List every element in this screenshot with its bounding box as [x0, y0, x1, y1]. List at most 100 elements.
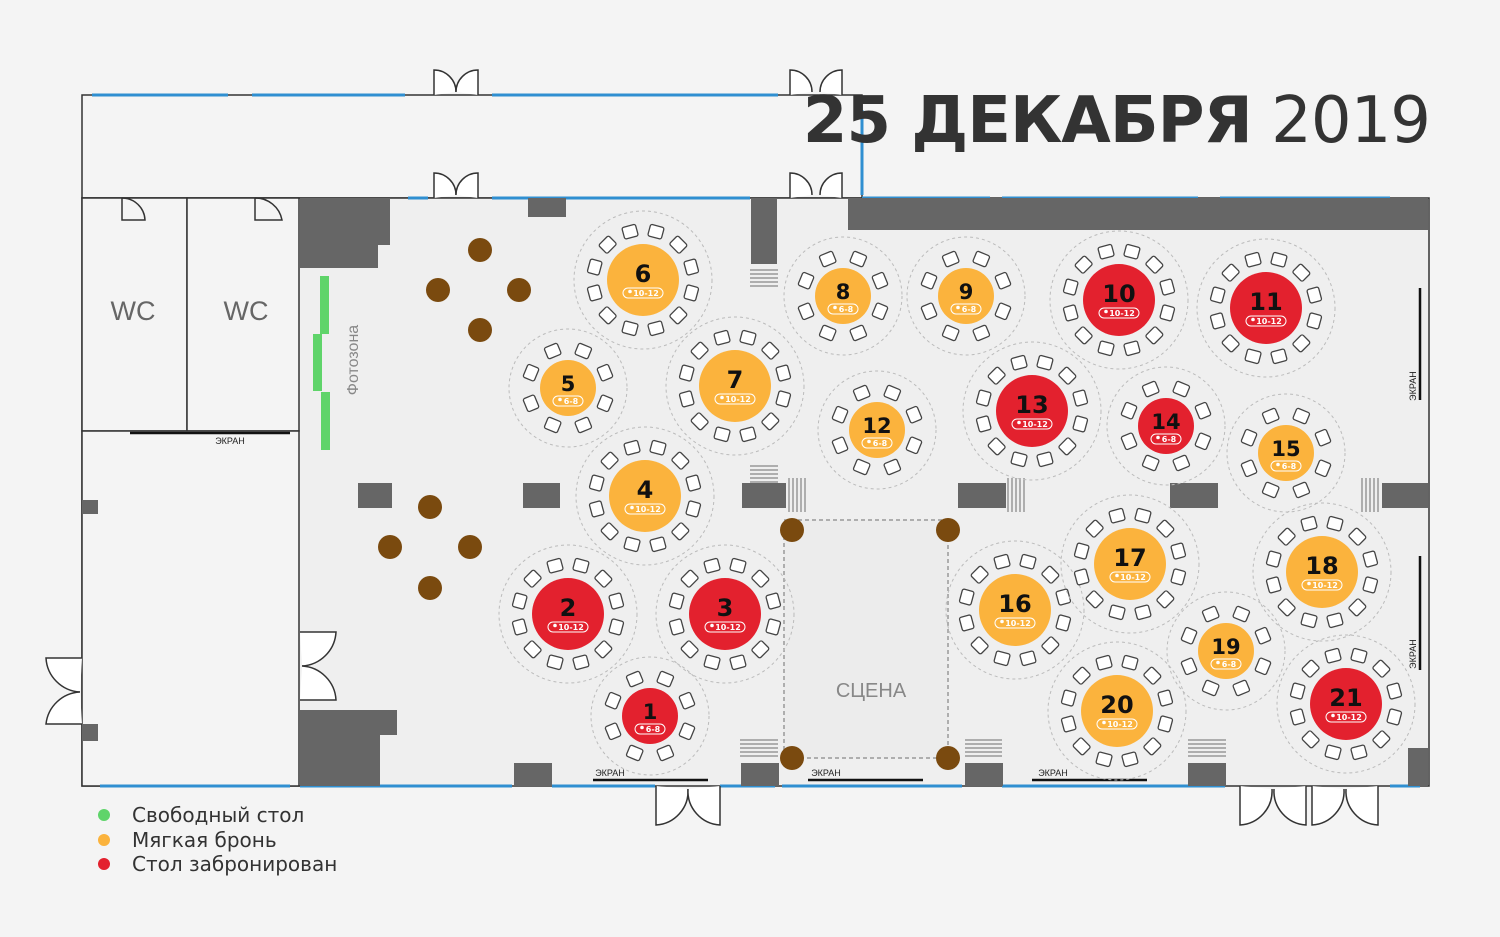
table-1[interactable]: 16-8 — [590, 656, 710, 776]
table-6[interactable]: 610-12 — [573, 210, 713, 350]
table-capacity: 10-12 — [1022, 420, 1048, 429]
table-zone — [655, 544, 795, 684]
chair-icon — [729, 654, 747, 671]
capacity-badge — [950, 303, 982, 315]
chair-icon — [1277, 598, 1296, 617]
table-capacity: 10-12 — [1336, 713, 1362, 722]
chair-icon — [594, 640, 613, 659]
wc-label: WC — [224, 296, 269, 326]
table-2[interactable]: 210-12 — [498, 544, 638, 684]
chair-icon — [1292, 481, 1311, 499]
person-icon — [710, 623, 714, 628]
chair-icon — [1301, 659, 1320, 678]
chair-icon — [1180, 657, 1198, 676]
chair-icon — [511, 592, 528, 610]
chair-icon — [671, 522, 690, 541]
table-number: 18 — [1305, 552, 1338, 580]
table-19[interactable]: 196-8 — [1166, 591, 1286, 711]
table-7[interactable]: 710-12 — [665, 316, 805, 456]
chair-icon — [1120, 401, 1138, 420]
chair-icon — [1326, 612, 1344, 629]
chair-icon — [647, 320, 665, 337]
photozone-walls — [313, 276, 330, 450]
chair-icon — [1074, 255, 1093, 274]
chair-icon — [739, 329, 757, 346]
table-3[interactable]: 310-12 — [655, 544, 795, 684]
table-capacity: 6-8 — [564, 397, 579, 406]
chair-icon — [572, 557, 590, 574]
chair-icon — [623, 439, 641, 456]
chair-icon — [683, 284, 700, 302]
chair-icon — [1289, 682, 1306, 700]
chair-icon — [1060, 689, 1077, 707]
chair-icon — [987, 366, 1006, 385]
chair-icon — [905, 405, 923, 424]
chair-icon — [1300, 515, 1318, 532]
capacity-badge — [861, 437, 893, 449]
chair-icon — [1055, 588, 1072, 606]
chair-icon — [1157, 715, 1174, 733]
chair-icon — [920, 271, 938, 290]
free-status-dot — [98, 809, 110, 822]
chair-icon — [596, 394, 614, 413]
event-date-title: 25 ДЕКАБРЯ 2019 — [803, 84, 1431, 158]
chair-icon — [522, 363, 540, 382]
chair-icon — [690, 341, 709, 360]
chair-icon — [1300, 612, 1318, 629]
chair-icon — [941, 250, 960, 268]
chair-icon — [797, 271, 815, 290]
chair-icon — [1306, 312, 1323, 330]
chair-icon — [1073, 542, 1090, 560]
chair-icon — [608, 618, 625, 636]
chair-icon — [1386, 708, 1403, 726]
table-14[interactable]: 146-8 — [1106, 366, 1226, 486]
table-5[interactable]: 56-8 — [508, 328, 628, 448]
table-top — [996, 375, 1068, 447]
table-capacity: 10-12 — [1120, 573, 1146, 582]
table-number: 5 — [561, 372, 576, 396]
table-4[interactable]: 410-12 — [575, 426, 715, 566]
chair-icon — [1145, 255, 1164, 274]
doors — [45, 69, 1379, 826]
stage-label: СЦЕНА — [836, 680, 907, 702]
table-number: 1 — [643, 700, 658, 724]
table-number: 9 — [959, 280, 974, 304]
chair-icon — [1301, 730, 1320, 749]
table-zone — [1276, 634, 1416, 774]
plan-labels: WC WC Фотозона СЦЕНА ЭКРАН ЭКРАН ЭКРАН Э… — [111, 296, 1418, 778]
table-top — [1310, 668, 1382, 740]
chair-icon — [1108, 604, 1126, 621]
chair-icon — [543, 416, 562, 434]
table-capacity: 10-12 — [558, 623, 584, 632]
table-12[interactable]: 126-8 — [817, 370, 937, 490]
table-capacity: 10-12 — [1256, 317, 1282, 326]
chair-icon — [765, 592, 782, 610]
booked-status-dot — [98, 858, 110, 871]
legend: Свободный стол Мягкая бронь Стол заброни… — [98, 803, 337, 877]
chair-icon — [1134, 507, 1152, 524]
chair-icon — [1254, 626, 1272, 645]
chair-icon — [1072, 666, 1091, 685]
table-15[interactable]: 156-8 — [1226, 393, 1346, 513]
chair-icon — [905, 436, 923, 455]
chair-icon — [1055, 614, 1072, 632]
chair-icon — [608, 592, 625, 610]
chair-icon — [993, 553, 1011, 570]
photozone-label: Фотозона — [345, 325, 362, 395]
legend-item-soft: Мягкая бронь — [98, 828, 337, 853]
table-9[interactable]: 96-8 — [906, 236, 1026, 356]
chair-icon — [993, 650, 1011, 667]
table-8[interactable]: 86-8 — [783, 236, 903, 356]
chair-icon — [598, 306, 617, 325]
table-capacity: 10-12 — [1109, 309, 1135, 318]
table-capacity: 10-12 — [1312, 581, 1338, 590]
chair-icon — [1108, 507, 1126, 524]
